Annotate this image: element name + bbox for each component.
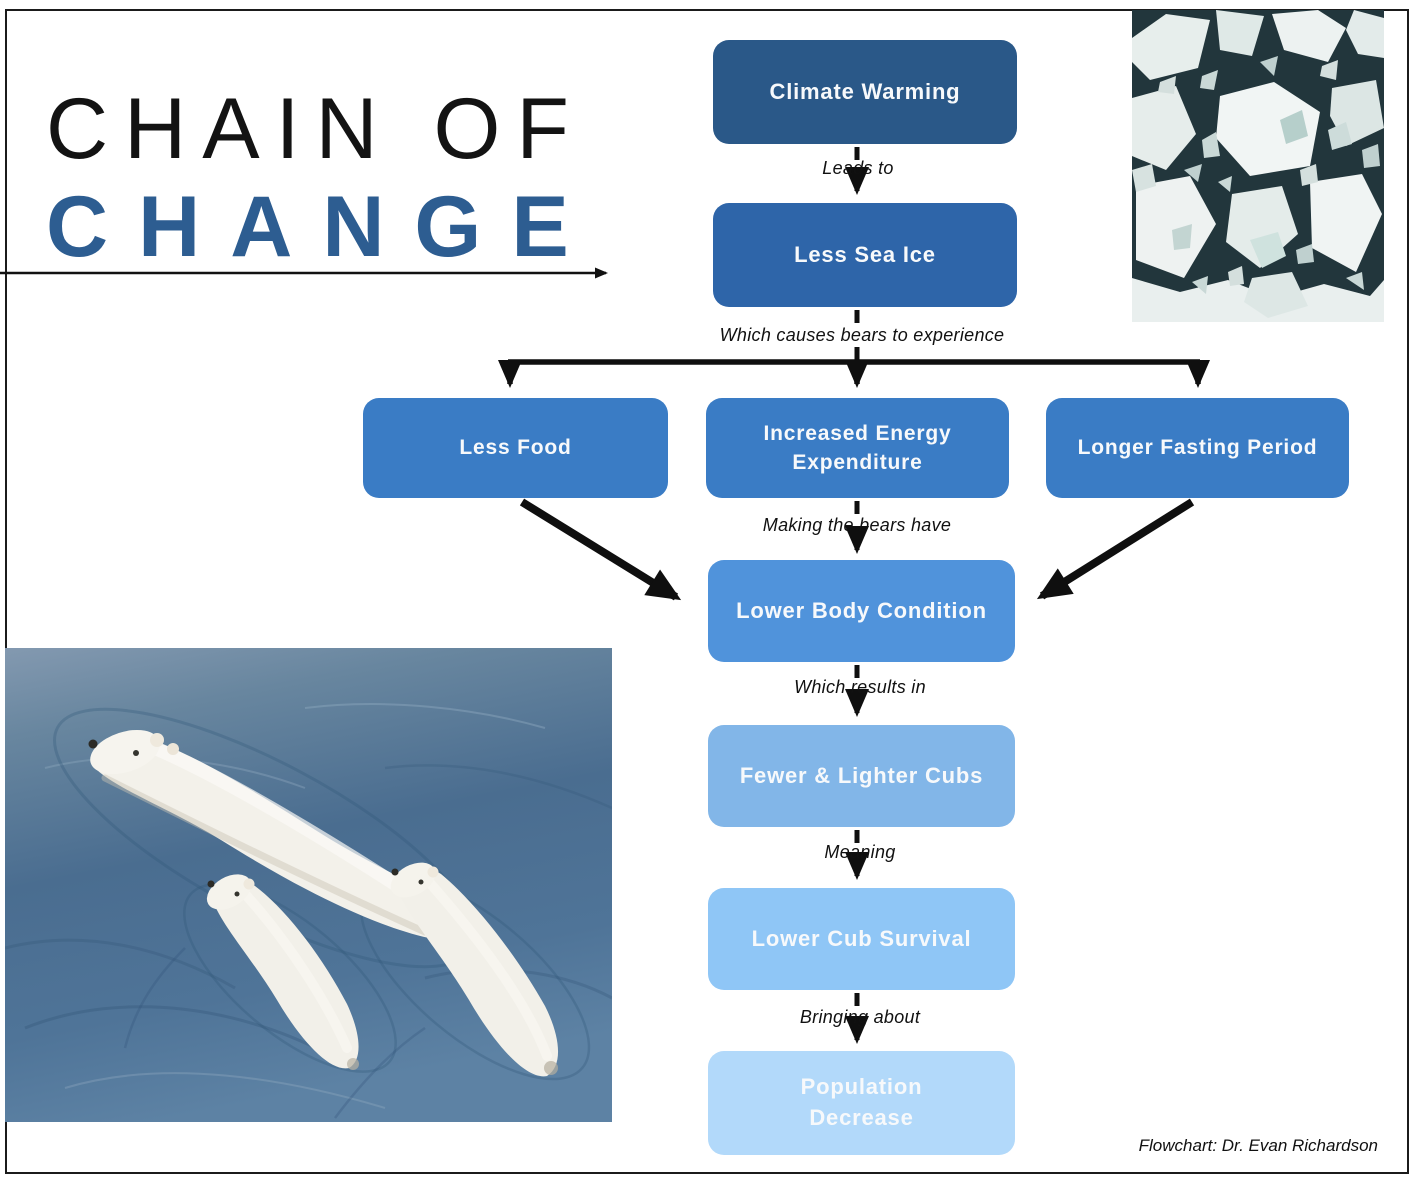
connector-label-leads-to: Leads to <box>822 158 894 178</box>
connector-label-results-in: Which results in <box>794 677 926 697</box>
flow-node-lower-cub-survival: Lower Cub Survival <box>708 888 1015 990</box>
flow-node-climate-warming: Climate Warming <box>713 40 1017 144</box>
connector-label-meaning: Meaning <box>824 842 896 862</box>
page-title-line2: CHANGE <box>46 179 599 275</box>
flow-node-less-sea-ice: Less Sea Ice <box>713 203 1017 307</box>
flow-node-longer-fasting: Longer Fasting Period <box>1046 398 1349 498</box>
credit-text: Flowchart: Dr. Evan Richardson <box>1138 1136 1378 1155</box>
sea-ice-photo <box>1132 10 1384 322</box>
connector-label-making: Making the bears have <box>762 515 952 535</box>
flow-node-less-food: Less Food <box>363 398 668 498</box>
connector-label-bringing: Bringing about <box>799 1007 921 1027</box>
polar-bears-photo <box>5 648 612 1122</box>
flow-node-lower-body-condition: Lower Body Condition <box>708 560 1015 662</box>
connector-label-which-causes: Which causes bears to experience <box>719 325 1005 345</box>
flow-node-population-decrease: Population Decrease <box>708 1051 1015 1155</box>
flow-node-fewer-lighter-cubs: Fewer & Lighter Cubs <box>708 725 1015 827</box>
flow-node-increased-energy: Increased Energy Expenditure <box>706 398 1009 498</box>
page-title-line1: CHAIN OF <box>46 81 585 177</box>
